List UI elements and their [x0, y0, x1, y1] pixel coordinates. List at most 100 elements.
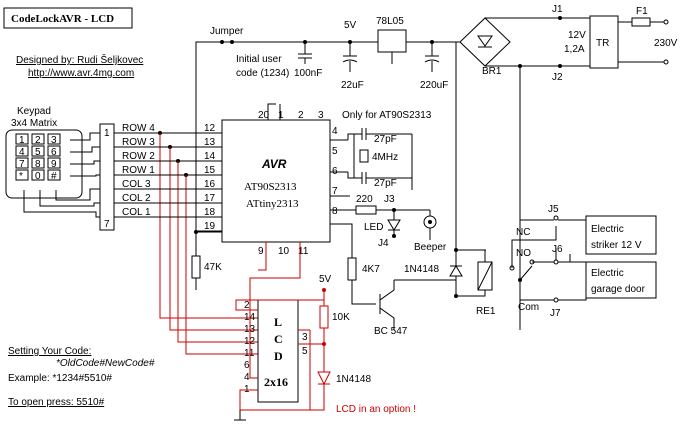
- j5-label: J5: [548, 204, 559, 215]
- r-220-label: 220: [356, 194, 373, 205]
- keypad-key[interactable]: 7: [19, 159, 25, 170]
- designed-by: Designed by: Rudi Šeljkovec: [16, 53, 143, 66]
- mcu-pin-top: 1: [278, 110, 284, 121]
- mcu-pin-left: 15: [204, 165, 216, 176]
- keypad-key-frame: [15, 133, 29, 145]
- lcd-pin-left: 11: [244, 348, 255, 359]
- mcu-pin-left: 19: [204, 221, 216, 232]
- keypad-key[interactable]: 8: [35, 159, 41, 170]
- keypad-key[interactable]: 5: [35, 147, 41, 158]
- fuse: [631, 17, 651, 27]
- mains-label: 230V: [654, 38, 678, 49]
- keypad-key[interactable]: 2: [35, 135, 41, 146]
- j7-label: J7: [550, 308, 561, 319]
- j3-label: J3: [384, 194, 395, 205]
- mcu-pin-top: 2: [298, 110, 304, 121]
- keypad-key-frame: [31, 169, 45, 181]
- regulator-label: 78L05: [376, 16, 404, 27]
- bus-line-label: ROW 3: [122, 137, 155, 148]
- keypad-key[interactable]: #: [51, 171, 57, 182]
- mcu-pin-left: 13: [204, 137, 216, 148]
- keypad-key-frame: [47, 133, 61, 145]
- lcd-pin-left: 4: [244, 372, 250, 383]
- transformer-label: TR: [596, 38, 609, 49]
- keypad-title-line2: 3x4 Matrix: [11, 118, 57, 129]
- mcu-pin-left: 18: [204, 207, 216, 218]
- mcu-pin-left: 12: [204, 123, 216, 134]
- crystal: [359, 149, 369, 163]
- keypad-key-frame: [47, 169, 61, 181]
- keypad-key[interactable]: 9: [51, 159, 57, 170]
- vcc-label: 5V: [344, 20, 357, 31]
- crystal-label: 4MHz: [372, 152, 398, 163]
- keypad-wiring: [23, 132, 100, 218]
- keypad-key-frame: [15, 169, 29, 181]
- j1-label: J1: [552, 4, 563, 15]
- keypad-key-frame: [47, 145, 61, 157]
- mcu-pin-left: 14: [204, 151, 216, 162]
- oscillator: Only for AT90S2313 27pF 27pF 4MHz: [330, 110, 432, 190]
- striker-line2: striker 12 V: [591, 240, 642, 251]
- lcd-diode-label: 1N4148: [336, 374, 371, 385]
- lcd-letter-l: L: [274, 315, 282, 329]
- supply-current: 1,2A: [564, 44, 585, 55]
- c-22u-label: 22uF: [341, 80, 364, 91]
- r-10k-label: 10K: [332, 312, 350, 323]
- r-220: [355, 205, 377, 215]
- lcd-pin-right: 5: [302, 346, 308, 357]
- jumper-note-1: Initial user: [236, 54, 282, 65]
- j6-label: J6: [552, 244, 563, 255]
- mcu-name: AVR: [261, 157, 287, 171]
- osc-note: Only for AT90S2313: [342, 110, 432, 121]
- keypad-key[interactable]: 4: [19, 147, 25, 158]
- keypad-key-frame: [15, 157, 29, 169]
- lcd-letter-d: D: [274, 349, 283, 363]
- osc-c1-label: 27pF: [374, 134, 397, 145]
- title-block: CodeLockAVR - LCD: [3, 7, 133, 29]
- bridge-rectifier: [459, 17, 511, 67]
- bus-line-label: COL 2: [122, 193, 151, 204]
- mcu-pin-bottom: 10: [278, 246, 290, 257]
- bus-line-label: COL 1: [122, 207, 151, 218]
- bus-line-label: ROW 4: [122, 123, 155, 134]
- bus-line-label: ROW 2: [122, 151, 155, 162]
- lcd-diode: [317, 371, 331, 386]
- power-supply: Jumper Initial user code (1234) 100nF 5V…: [195, 4, 678, 330]
- keypad-key[interactable]: 3: [51, 135, 57, 146]
- mcu-part-1: AT90S2313: [244, 181, 297, 193]
- mcu-pin-bottom: 11: [298, 246, 309, 257]
- open-instruction: To open press: 5510#: [8, 397, 105, 408]
- transistor-label: BC 547: [374, 326, 408, 337]
- garage-line1: Electric: [591, 268, 624, 279]
- relay-diode: [449, 265, 463, 277]
- r-47k-label: 47K: [204, 262, 222, 273]
- regulator: [377, 29, 407, 53]
- jumper-note-2: code (1234): [236, 68, 289, 79]
- mcu-pin-right: 8: [332, 206, 338, 217]
- keypad-key[interactable]: 0: [35, 171, 41, 182]
- keypad-key-frame: [31, 157, 45, 169]
- electric-striker: [585, 215, 657, 255]
- nc-label: NC: [516, 227, 530, 238]
- website-link[interactable]: http://www.avr.4mg.com: [28, 68, 134, 79]
- relay-diode-label: 1N4148: [404, 264, 439, 275]
- mcu-pin-right: 7: [332, 186, 338, 197]
- garage-line2: garage door: [591, 284, 646, 295]
- transformer: [589, 15, 619, 69]
- j2-label: J2: [552, 72, 563, 83]
- keypad-connector-pin-1: 1: [104, 128, 110, 139]
- setting-format: *OldCode#NewCode#: [56, 358, 155, 369]
- bus-line-label: COL 3: [122, 179, 151, 190]
- lcd-option-note: LCD in an option !: [336, 404, 416, 415]
- fuse-label: F1: [636, 6, 648, 17]
- r-4k7: [347, 257, 357, 281]
- r-47k: [191, 255, 201, 279]
- keypad-key[interactable]: 6: [51, 147, 57, 158]
- keypad-key[interactable]: 1: [19, 135, 25, 146]
- avr-mcu: AVR AT90S2313 ATtiny2313: [221, 119, 331, 243]
- setting-title: Setting Your Code:: [8, 346, 91, 357]
- keypad-key[interactable]: *: [19, 171, 23, 182]
